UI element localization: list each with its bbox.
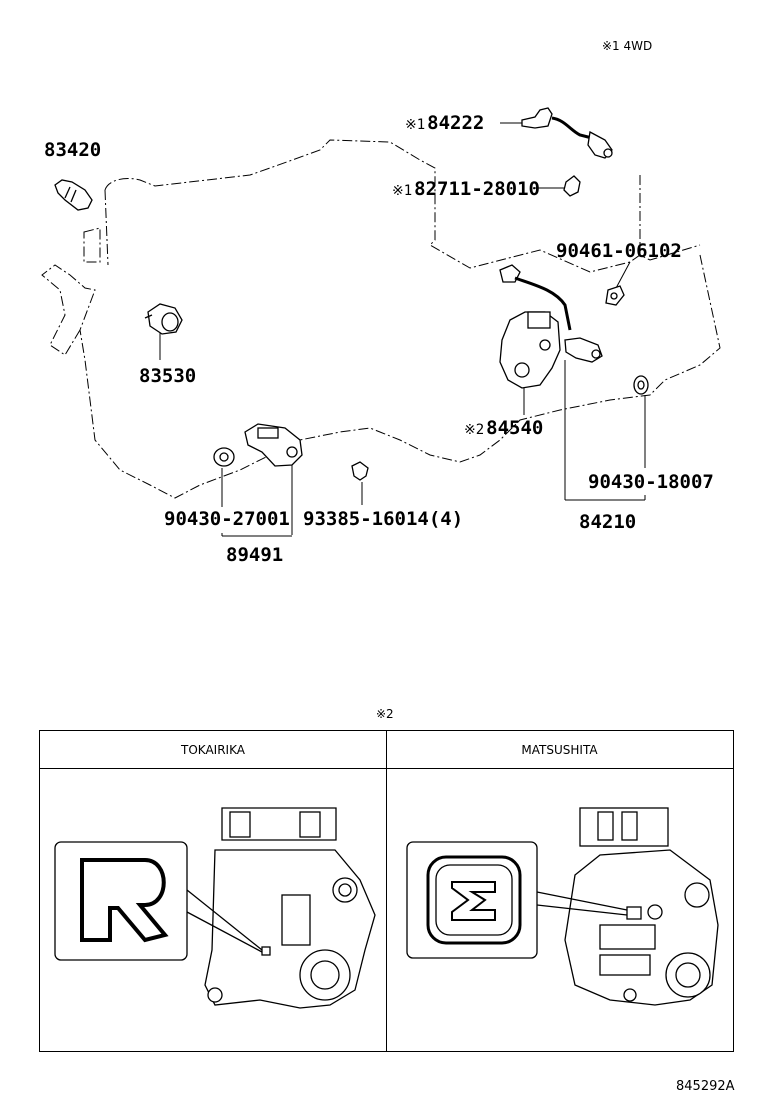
switch-84540-icon: [499, 264, 603, 389]
variant-table: TOKAIRIKA MATSUSHITA: [39, 730, 734, 1052]
part-90461-06102: 90461-06102: [556, 240, 682, 262]
gasket-90430-27001-icon: [213, 447, 235, 467]
clip-90461-icon: [605, 285, 625, 306]
transmission-outline: [41, 139, 721, 499]
part-84210: 84210: [579, 511, 637, 533]
clip-82711-icon: [563, 175, 581, 197]
table-mark: ※2: [376, 707, 394, 721]
part-90430-27001: 90430-27001: [164, 508, 290, 530]
part-mark: ※2: [464, 422, 485, 438]
header-tokairika: TOKAIRIKA: [40, 731, 386, 769]
column-divider: [386, 731, 387, 1051]
part-83530: 83530: [139, 365, 197, 387]
part-number: 84222: [427, 112, 485, 134]
header-matsushita: MATSUSHITA: [386, 731, 733, 769]
tokairika-switch-illustration: [54, 807, 376, 1009]
note-4wd: ※1 4WD: [602, 39, 653, 53]
sensor-89491-icon: [244, 423, 303, 467]
bolt-93385-icon: [351, 461, 369, 481]
sensor-84222-icon: [521, 107, 613, 159]
reference-code: 845292A: [676, 1079, 735, 1094]
part-mark: ※1: [405, 117, 426, 133]
part-mark: ※1: [392, 183, 413, 199]
gasket-90430-18007-icon: [633, 375, 649, 395]
part-number: 84540: [486, 417, 544, 439]
part-93385-16014: 93385-16014(4): [303, 508, 464, 530]
part-89491: 89491: [226, 544, 284, 566]
leader-lines: [159, 122, 646, 537]
switch-83530-icon: [144, 303, 183, 335]
sensor-83420-icon: [54, 179, 93, 211]
matsushita-switch-illustration: [406, 807, 719, 1006]
part-number: 82711-28010: [414, 178, 541, 200]
part-83420: 83420: [44, 139, 102, 161]
part-90430-18007: 90430-18007: [588, 471, 714, 493]
